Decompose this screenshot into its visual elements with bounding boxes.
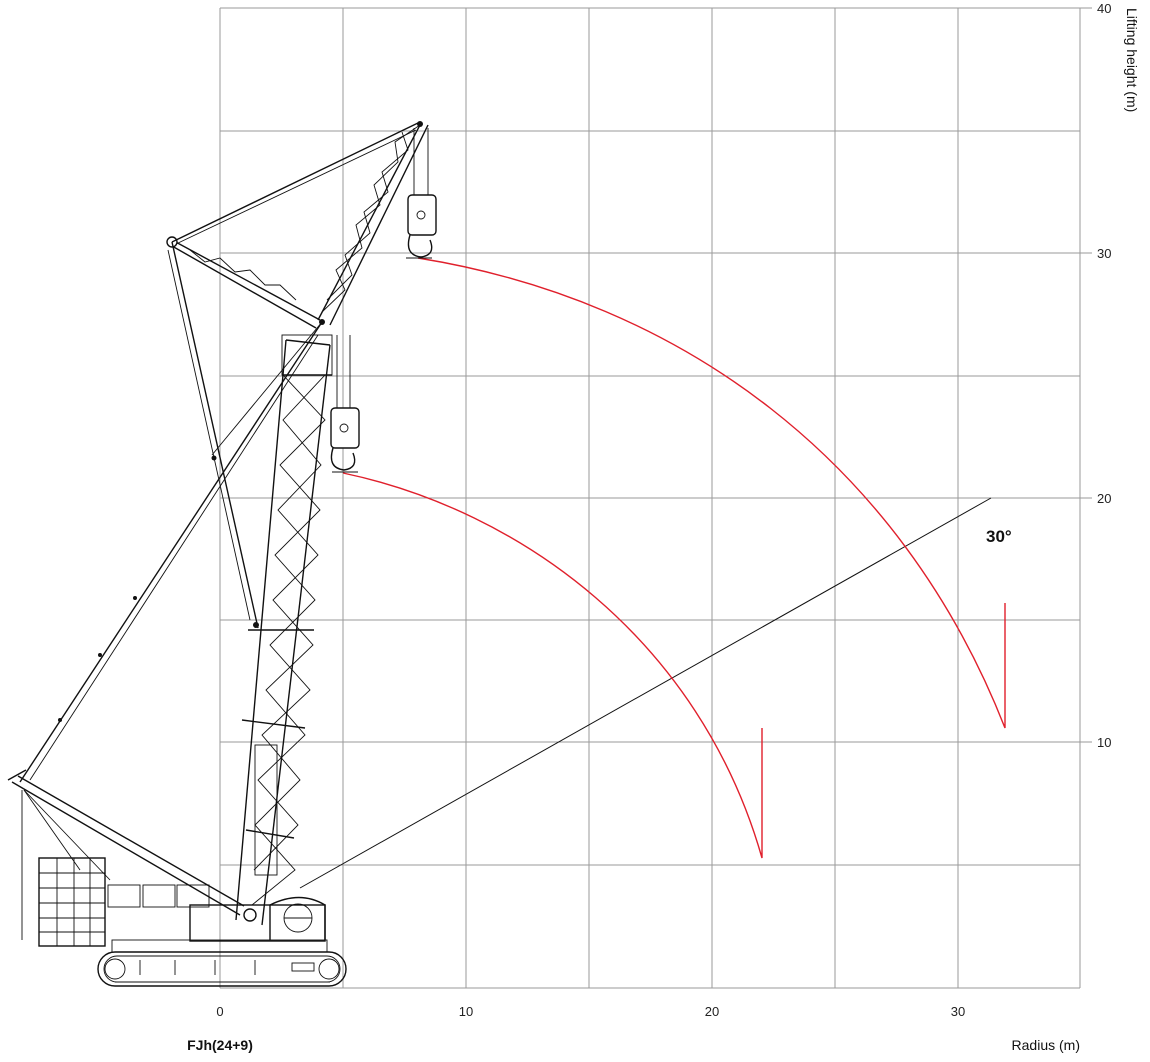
hook-block-icon xyxy=(406,128,437,259)
crawler-crane-icon xyxy=(7,121,437,987)
pendant-lines xyxy=(19,121,421,783)
grid xyxy=(219,7,1092,989)
jib-strut xyxy=(166,236,321,329)
x-tick-label: 20 xyxy=(705,1004,719,1019)
y-axis-title: Lifting height (m) xyxy=(1124,8,1140,112)
crawler-track xyxy=(97,951,347,987)
x-tick-label: 10 xyxy=(459,1004,473,1019)
counterweight-icon xyxy=(38,857,210,947)
x-axis-title: Radius (m) xyxy=(1012,1037,1080,1053)
luffing-fly-jib xyxy=(317,124,429,326)
configuration-label: FJh(24+9) xyxy=(187,1037,253,1053)
outer-working-range-curve xyxy=(417,257,1006,729)
main-boom xyxy=(235,334,333,926)
superstructure xyxy=(111,896,328,953)
y-tick-label: 20 xyxy=(1097,491,1111,506)
x-tick-label: 0 xyxy=(216,1004,223,1019)
y-tick-label: 30 xyxy=(1097,246,1111,261)
y-tick-label: 40 xyxy=(1097,1,1111,16)
hook-block-icon xyxy=(330,335,360,473)
back-mast xyxy=(7,769,245,940)
angle-label: 30° xyxy=(986,527,1012,546)
angle-reference-line xyxy=(299,497,992,889)
y-tick-label: 10 xyxy=(1097,735,1111,750)
inner-working-range-curve xyxy=(342,472,763,859)
x-tick-label: 30 xyxy=(951,1004,965,1019)
